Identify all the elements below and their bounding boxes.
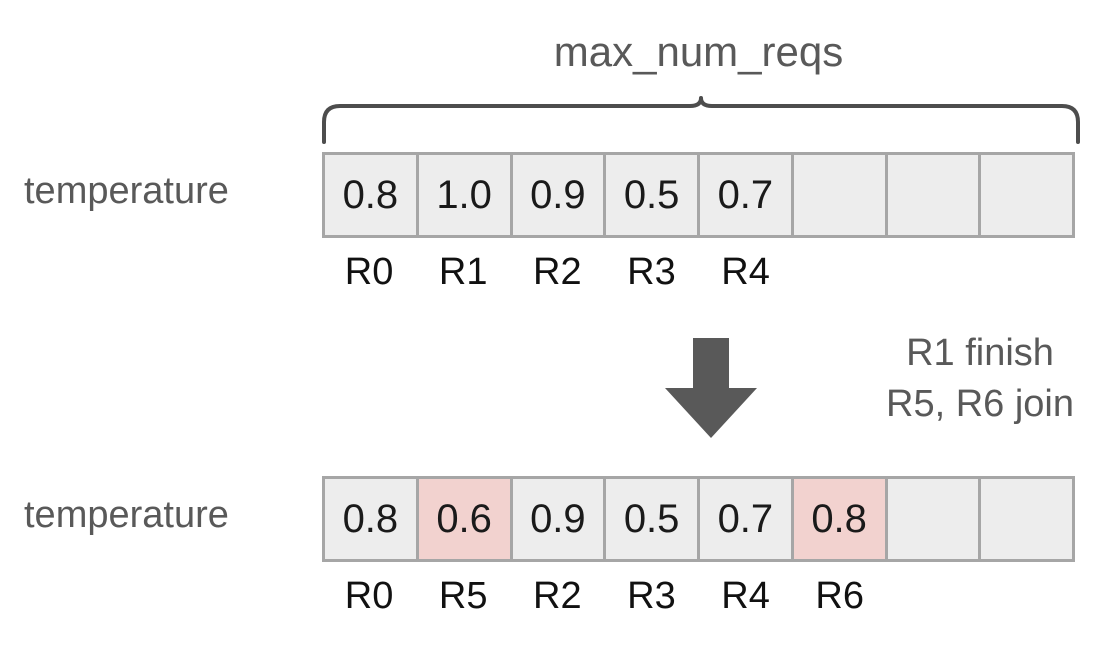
buffer-cell: 0.7 — [700, 155, 794, 235]
buffer-cell: 0.8 — [325, 155, 419, 235]
request-id-label — [793, 252, 887, 294]
request-id-label: R2 — [533, 575, 582, 617]
request-ids-after: R0 R5 R2 R3 R4 R6 — [322, 575, 1075, 618]
request-id-label — [887, 576, 981, 618]
page-title: max_num_reqs — [553, 28, 844, 75]
request-id-label: R6 — [815, 575, 864, 617]
temperature-buffer-after: 0.8 0.6 0.9 0.5 0.7 0.8 — [322, 476, 1075, 562]
request-id-label: R4 — [721, 575, 770, 617]
request-ids-before: R0 R1 R2 R3 R4 — [322, 251, 1075, 294]
transition-notes: R1 finish R5, R6 join — [855, 328, 1105, 431]
buffer-cell: 0.5 — [606, 479, 700, 559]
buffer-cell-highlighted: 0.8 — [793, 479, 888, 559]
buffer-cell: 0.7 — [700, 479, 794, 559]
temperature-buffer-before: 0.8 1.0 0.9 0.5 0.7 — [322, 152, 1075, 238]
buffer-cell-empty — [981, 155, 1072, 235]
buffer-cell: 1.0 — [418, 155, 513, 235]
request-id-label — [981, 252, 1075, 294]
buffer-cell-empty — [793, 155, 888, 235]
request-id-label: R5 — [438, 575, 488, 617]
down-arrow-icon — [665, 338, 757, 438]
buffer-cell-empty — [981, 479, 1072, 559]
request-id-label: R4 — [721, 251, 770, 293]
buffer-cell-empty — [887, 479, 982, 559]
request-id-label: R1 — [438, 251, 488, 293]
buffer-cell: 0.5 — [606, 155, 700, 235]
buffer-cell-highlighted: 0.6 — [418, 479, 513, 559]
request-id-label: R0 — [344, 251, 394, 293]
request-id-label: R0 — [344, 575, 394, 617]
buffer-cell: 0.9 — [512, 155, 607, 235]
row-label-temperature-after: temperature — [24, 494, 229, 536]
request-id-label: R2 — [533, 251, 582, 293]
request-id-label: R3 — [627, 251, 676, 293]
buffer-cell: 0.9 — [512, 479, 607, 559]
capacity-brace-icon — [322, 96, 1080, 144]
request-id-label: R3 — [627, 575, 676, 617]
buffer-cell: 0.8 — [325, 479, 419, 559]
transition-note-line: R1 finish — [906, 332, 1054, 374]
row-label-temperature-before: temperature — [24, 170, 229, 212]
buffer-cell-empty — [887, 155, 982, 235]
transition-note-line: R5, R6 join — [886, 383, 1074, 426]
request-id-label — [981, 576, 1075, 618]
request-id-label — [887, 252, 981, 294]
